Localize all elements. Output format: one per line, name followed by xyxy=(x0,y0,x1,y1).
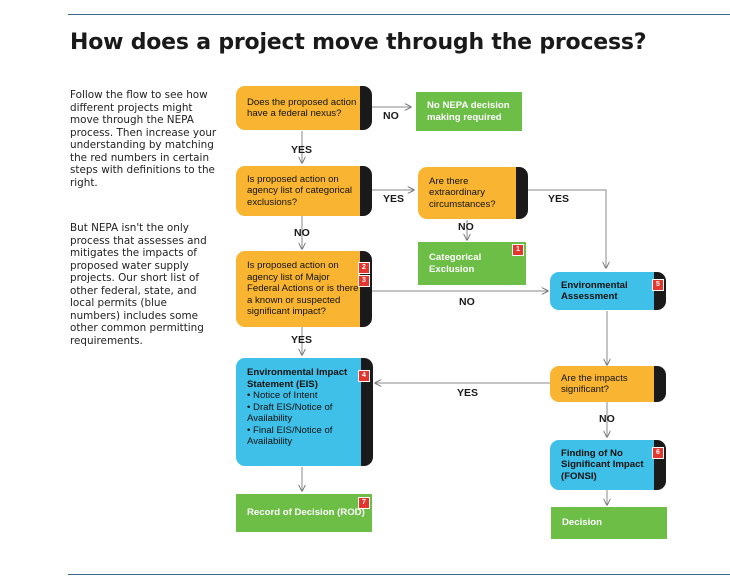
badge-2: 2 xyxy=(358,262,370,274)
top-rule xyxy=(68,14,730,15)
intro-paragraph-2: But NEPA isn't the only process that ass… xyxy=(70,222,207,347)
page-title: How does a project move through the proc… xyxy=(70,30,647,55)
question-major-federal: Is proposed action on agency list of Maj… xyxy=(236,251,372,327)
label-nexus-yes: YES xyxy=(291,144,313,156)
question-impacts-significant-text: Are the impacts significant? xyxy=(561,372,628,396)
eis-step-final-eis: • Final EIS/Notice of Availability xyxy=(247,424,333,448)
badge-3: 3 xyxy=(358,275,370,287)
badge-1: 1 xyxy=(512,244,524,256)
eis-step-list: • Notice of Intent • Draft EIS/Notice of… xyxy=(247,390,359,448)
intro-paragraph-1: Follow the flow to see how different pro… xyxy=(70,89,217,189)
edge-extra-yes xyxy=(527,189,606,268)
badge-7: 7 xyxy=(358,497,370,509)
question-extraordinary-text: Are there extraordinary circumstances? xyxy=(429,175,496,210)
outcome-categorical-exclusion: Categorical Exclusion xyxy=(418,242,526,285)
label-nexus-no: NO xyxy=(383,110,399,122)
eis-step-draft-eis: • Draft EIS/Notice of Availability xyxy=(247,401,333,425)
node-environmental-assessment: Environmental Assessment xyxy=(550,272,666,310)
outcome-categorical-exclusion-text: Categorical Exclusion xyxy=(429,252,482,275)
outcome-decision: Decision xyxy=(551,507,667,539)
question-federal-nexus: Does the proposed action have a federal … xyxy=(236,86,372,130)
label-impacts-no: NO xyxy=(599,413,615,425)
node-environmental-assessment-text: Environmental Assessment xyxy=(561,279,628,303)
label-cat-no: NO xyxy=(294,227,310,239)
node-eis: Environmental Impact Statement (EIS) • N… xyxy=(236,358,373,466)
badge-6: 6 xyxy=(652,447,664,459)
question-federal-nexus-text: Does the proposed action have a federal … xyxy=(247,96,357,120)
outcome-no-nepa-text: No NEPA decision making required xyxy=(427,100,510,123)
node-eis-title: Environmental Impact Statement (EIS) xyxy=(247,367,348,390)
outcome-no-nepa: No NEPA decision making required xyxy=(416,92,522,131)
label-extra-no: NO xyxy=(458,221,474,233)
outcome-decision-text: Decision xyxy=(562,517,602,529)
outcome-record-of-decision: Record of Decision (ROD) xyxy=(236,494,372,532)
badge-5: 5 xyxy=(652,279,664,291)
question-categorical-exclusions: Is proposed action on agency list of cat… xyxy=(236,166,372,216)
node-fonsi: Finding of No Significant Impact (FONSI) xyxy=(550,440,666,490)
node-fonsi-text: Finding of No Significant Impact (FONSI) xyxy=(561,447,644,482)
eis-step-notice-of-intent: • Notice of Intent xyxy=(247,390,318,401)
label-major-no: NO xyxy=(459,296,475,308)
label-major-yes: YES xyxy=(291,334,313,346)
question-categorical-exclusions-text: Is proposed action on agency list of cat… xyxy=(247,173,353,208)
bottom-rule xyxy=(68,574,730,575)
badge-4: 4 xyxy=(358,370,370,382)
label-impacts-yes: YES xyxy=(457,387,479,399)
question-impacts-significant: Are the impacts significant? xyxy=(550,366,666,402)
question-extraordinary: Are there extraordinary circumstances? xyxy=(418,167,528,219)
label-cat-yes: YES xyxy=(383,193,405,205)
outcome-record-of-decision-text: Record of Decision (ROD) xyxy=(247,507,365,519)
question-major-federal-text: Is proposed action on agency list of Maj… xyxy=(247,260,359,318)
label-extra-yes: YES xyxy=(548,193,570,205)
